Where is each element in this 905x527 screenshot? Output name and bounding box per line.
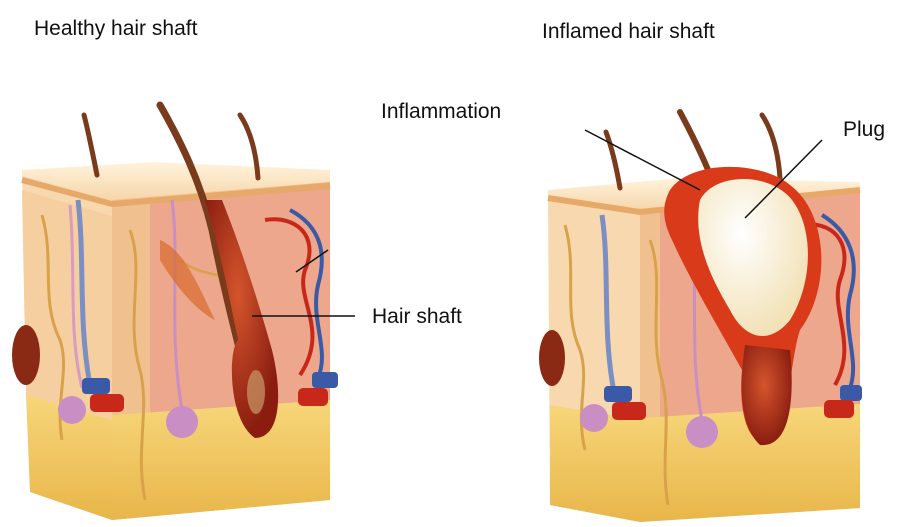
healthy-vessel-cut-red <box>90 394 124 412</box>
healthy-side-gland <box>12 325 40 385</box>
healthy-vessel-cut-blue <box>82 378 110 394</box>
inflamed-side-gland <box>539 330 565 386</box>
inflamed-hair-1 <box>606 132 620 188</box>
inflamed-sweat-gland-1 <box>580 404 608 432</box>
inflamed-vessel-cut-right-red <box>824 400 854 418</box>
healthy-front-subcutis <box>112 400 330 520</box>
inflamed-vessel-cut-blue <box>604 386 632 402</box>
inflamed-skin-block <box>539 112 862 522</box>
inflamed-sweat-gland-2 <box>686 416 718 448</box>
healthy-vessel-cut-right-red <box>298 388 328 406</box>
inflamed-hair-2 <box>762 115 780 178</box>
inflamed-vessel-cut-right-blue <box>840 385 862 401</box>
healthy-skin-block <box>12 105 355 520</box>
healthy-vessel-cut-right-blue <box>312 372 338 388</box>
inflammation-pointer-line <box>585 130 700 190</box>
healthy-follicle-bulb-highlight <box>247 370 265 414</box>
healthy-sweat-gland-1 <box>58 396 86 424</box>
healthy-sweat-gland-2 <box>166 406 198 438</box>
inflamed-vessel-cut-red <box>612 402 646 420</box>
